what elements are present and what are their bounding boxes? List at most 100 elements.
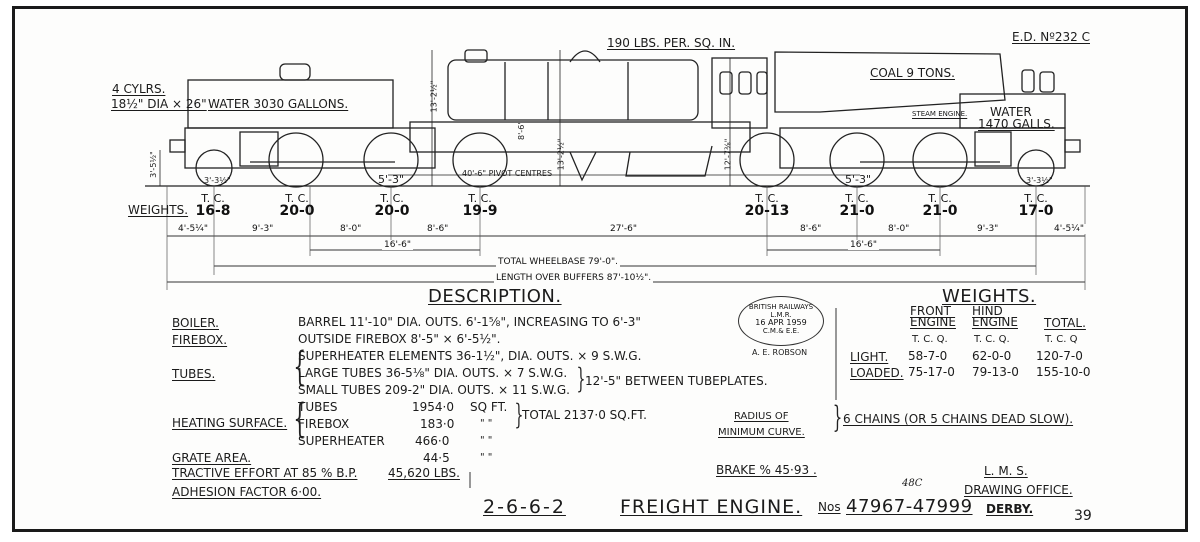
wheel-diameter: 3'-3½" (204, 176, 231, 185)
firebox-text: OUTSIDE FIREBOX 8'-5" × 6'-5½". (298, 332, 501, 346)
spacing-dim: 4'-5¼" (176, 224, 211, 234)
rear-cylinder (974, 131, 1012, 167)
office-drawing: DRAWING OFFICE. (964, 483, 1073, 497)
cell: 58-7-0 (908, 349, 948, 363)
spacing-dim: 4'-5¼" (1052, 224, 1087, 234)
cell: 79-13-0 (972, 365, 1019, 379)
length-over-buffers: LENGTH OVER BUFFERS 87'-10½". (494, 273, 654, 283)
tubeplates-text: 12'-5" BETWEEN TUBEPLATES. (585, 374, 768, 388)
cell: 75-17-0 (908, 365, 955, 379)
cell: 62-0-0 (972, 349, 1012, 363)
office-lms: L. M. S. (984, 464, 1028, 478)
weights-row-label: WEIGHTS. (128, 203, 189, 217)
axle-weight: T. C.19-9 (462, 192, 498, 219)
chimney (464, 49, 488, 63)
heating-brace: { (293, 396, 307, 442)
tube-line: SMALL TUBES 209-2" DIA. OUTS. × 11 S.W.G… (298, 383, 570, 397)
stamp-region: L.M.R. (770, 311, 792, 319)
rear-water-label: WATER (990, 105, 1032, 119)
office-derby: DERBY. (986, 502, 1034, 516)
spacing-dim: 8'-6" (798, 224, 824, 234)
row-label-light: LIGHT. (850, 350, 889, 364)
tube-line: SUPERHEATER ELEMENTS 36-1½", DIA. OUTS. … (298, 349, 642, 363)
heating-label: HEATING SURFACE. (172, 416, 288, 430)
engine-numbers: 47967-47999 (846, 496, 973, 517)
cylinders-size: 18½" DIA × 26" (111, 97, 207, 111)
heating-name: FIREBOX (298, 417, 350, 431)
front-water-capacity: WATER 3030 GALLONS. (208, 97, 349, 111)
central-girder (409, 121, 751, 153)
drawing-ref: E.D. Nº232 C (1012, 30, 1090, 44)
group-spacing-front: 16'-6" (382, 240, 414, 250)
units: T. C. Q (1045, 334, 1078, 345)
brake-percent: BRAKE % 45·93 . (716, 463, 817, 477)
axle-weight: T. C.16-8 (195, 192, 231, 219)
heating-total-brace: } (514, 398, 524, 431)
boiler-pressure: 190 LBS. PER. SQ. IN. (607, 36, 736, 50)
axle-weight: T. C.20-0 (279, 192, 315, 219)
heating-value: 1954·0 (412, 400, 454, 414)
height-dim: 12'-7⅜" (723, 138, 733, 171)
heating-unit: " " (480, 418, 493, 429)
boiler-label: BOILER. (172, 316, 219, 330)
col-hind-engine: HIND ENGINE (972, 304, 1018, 329)
steam-engine-label: STEAM ENGINE. (912, 110, 968, 118)
cell: 155-10-0 (1036, 365, 1091, 379)
stamp-date: 16 APR 1959 (755, 318, 807, 327)
stamp-top: BRITISH RAILWAYS (748, 303, 814, 311)
heating-name: SUPERHEATER (298, 434, 385, 448)
wheel (739, 132, 795, 188)
wheels (195, 132, 1055, 188)
heating-name: TUBES (298, 400, 338, 414)
coal-bunker (774, 51, 1006, 113)
page-number: 39 (1074, 508, 1092, 524)
row-label-loaded: LOADED. (850, 366, 904, 380)
weights-heading: WEIGHTS. (942, 286, 1037, 307)
axle-weight: T. C.20-0 (374, 192, 410, 219)
height-dim: 3'-5½" (148, 151, 158, 178)
heating-unit: SQ FT. (470, 400, 508, 414)
spacing-dim: 8'-0" (338, 224, 364, 234)
grate-value: 44·5 (423, 451, 450, 465)
heating-value: 183·0 (420, 417, 455, 431)
height-dim: 13'-2½" (556, 138, 566, 171)
spacing-dim: 27'-6" (608, 224, 640, 234)
british-railways-stamp: BRITISH RAILWAYS L.M.R. 16 APR 1959 C.M.… (738, 296, 824, 346)
heating-total: TOTAL 2137·0 SQ.FT. (522, 408, 647, 422)
wheel-arrangement: 2-6-6-2 (483, 496, 566, 518)
tank-filler (279, 63, 311, 81)
wheel (912, 132, 968, 188)
tractive-value: 45,620 LBS. (388, 466, 460, 480)
curve-value: 6 CHAINS (OR 5 CHAINS DEAD SLOW). (843, 412, 1074, 426)
dome (569, 50, 601, 63)
tube-line: LARGE TUBES 36-5⅛" DIA. OUTS. × 7 S.W.G. (298, 366, 568, 380)
group-spacing-rear: 16'-6" (848, 240, 880, 250)
wheel-diameter: 3'-3½" (1026, 176, 1053, 185)
description-heading: DESCRIPTION. (428, 286, 562, 307)
curve-brace: } (832, 400, 843, 435)
boiler (447, 59, 699, 121)
grate-label: GRATE AREA. (172, 451, 252, 465)
units: T. C. Q. (974, 334, 1010, 345)
wheel-diameter: 5'-3" (845, 173, 872, 186)
pivot-centres: 40'-6" PIVOT CENTRES (462, 169, 553, 178)
spacing-dim: 9'-3" (975, 224, 1001, 234)
cell: 120-7-0 (1036, 349, 1083, 363)
height-dim: 8'-6" (516, 121, 526, 140)
stamp-signatory: A. E. ROBSON (752, 348, 808, 357)
tubes-label: TUBES. (172, 367, 216, 381)
firebox-label: FIREBOX. (172, 333, 228, 347)
wheel-diameter: 5'-3" (378, 173, 405, 186)
boiler-text: BARREL 11'-10" DIA. OUTS. 6'-1⅝", INCREA… (298, 315, 641, 329)
axle-weight: T. C.21-0 (839, 192, 875, 219)
engine-type: FREIGHT ENGINE. (620, 496, 803, 518)
curve-label-2: MINIMUM CURVE. (718, 427, 805, 438)
spacing-dim: 8'-6" (425, 224, 451, 234)
wheel (452, 132, 508, 188)
tubes-brace: { (293, 344, 307, 390)
units: T. C. Q. (912, 334, 948, 345)
adhesion-factor: ADHESION FACTOR 6·00. (172, 485, 322, 499)
nos-prefix: Nos (818, 500, 841, 514)
tubeplates-brace: } (576, 362, 586, 395)
